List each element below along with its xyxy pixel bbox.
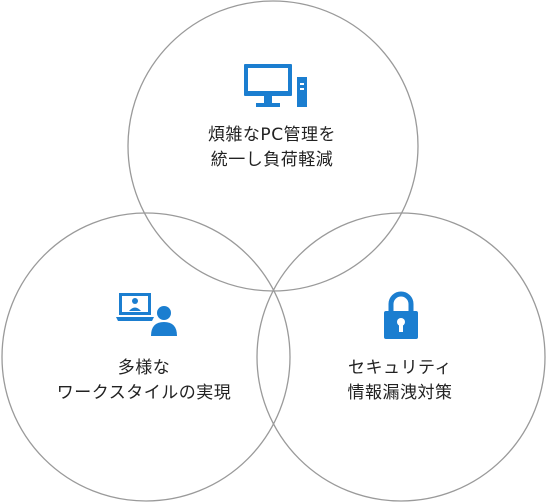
circle-top-label-line-2: 統一し負荷軽減 <box>210 150 334 170</box>
circle-right <box>256 212 546 502</box>
circle-left-label: 多様な ワークスタイルの実現 <box>24 356 264 406</box>
circle-top-label-line-1: 煩雑なPC管理を <box>207 125 337 145</box>
padlock-icon <box>384 291 418 339</box>
circle-left <box>1 212 291 502</box>
circle-left-label-line-1: 多様な <box>117 358 171 378</box>
desktop-pc-icon <box>244 64 307 107</box>
circle-left-label-line-2: ワークスタイルの実現 <box>56 383 232 403</box>
circle-right-label: セキュリティ 情報漏洩対策 <box>280 356 520 406</box>
circle-right-label-line-2: 情報漏洩対策 <box>347 383 453 403</box>
laptop-user-icon <box>116 293 177 336</box>
circle-top-label: 煩雑なPC管理を 統一し負荷軽減 <box>152 123 392 173</box>
circle-right-label-line-1: セキュリティ <box>348 358 452 378</box>
